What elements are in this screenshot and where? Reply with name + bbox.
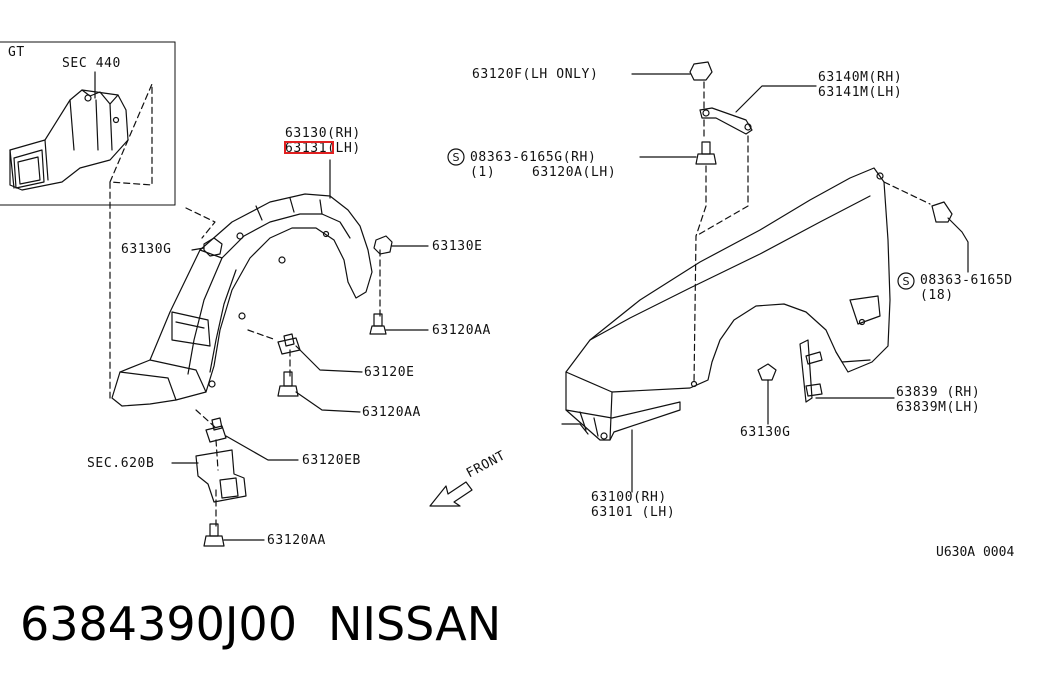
clip-63130e [373, 235, 429, 255]
footer-brand: NISSAN [328, 597, 502, 651]
s-symbol-circle-1 [447, 148, 465, 166]
screw-63120aa-c [203, 523, 265, 547]
part-63100-label: 63100(RH) [591, 490, 667, 505]
part-63120f-label: 63120F(LH ONLY) [472, 67, 599, 82]
s-symbol-1: S [453, 151, 460, 164]
part-63141m-label: 63141M(LH) [818, 85, 903, 100]
part-63120e-label: 63120E [364, 365, 415, 380]
s-symbol-circle-2 [897, 272, 915, 290]
s-symbol-2: S [903, 275, 910, 288]
part-63120a-label: 63120A(LH) [532, 165, 617, 180]
footer-part-number: 6384390J00 [20, 597, 297, 651]
clip-63130g-right [757, 363, 777, 425]
bolt-2-qty-label: (18) [920, 288, 954, 303]
clip-63120f [631, 61, 713, 81]
front-fender [561, 167, 891, 493]
fender-liner [111, 193, 373, 407]
part-63839-label: 63839 (RH) [896, 385, 981, 400]
part-63130g-left-label: 63130G [121, 242, 172, 257]
part-63140m-label: 63140M(RH) [818, 70, 903, 85]
nut-63120e [277, 333, 363, 373]
diagram-reference-code: U630A 0004 [936, 545, 1015, 560]
bolt-2-number-label: 08363-6165D [920, 273, 1013, 288]
part-63130g-right-label: 63130G [740, 425, 791, 440]
rod-63140m [699, 85, 817, 135]
bolt-08363-6165d [931, 201, 969, 273]
screw-63120aa-b [277, 371, 361, 413]
bolt-08363-6165g [639, 141, 717, 165]
screw-63120aa-a [369, 313, 429, 335]
section-440-label: SEC 440 [62, 56, 121, 71]
dashed-guides-right [693, 81, 931, 385]
inset-duct-part [9, 89, 129, 191]
part-63130-rh-label: 63130(RH) [285, 126, 361, 141]
part-63120aa-b-label: 63120AA [362, 405, 421, 420]
part-63101-label: 63101 (LH) [591, 505, 676, 520]
part-63120eb-label: 63120EB [302, 453, 361, 468]
bracket-63839 [799, 339, 895, 403]
bolt-1-number-label: 08363-6165G(RH) [470, 150, 597, 165]
section-620b-label: SEC.620B [87, 456, 155, 471]
bracket-sec620b [171, 417, 299, 503]
part-63130e-label: 63130E [432, 239, 483, 254]
inset-label: GT [8, 45, 25, 60]
part-63839m-label: 63839M(LH) [896, 400, 981, 415]
bolt-1-qty-label: (1) [470, 165, 496, 180]
clip-63130g-left [191, 237, 223, 257]
front-arrow [429, 481, 473, 507]
part-63120aa-c-label: 63120AA [267, 533, 326, 548]
highlight-box [284, 141, 334, 154]
inset-box [0, 41, 176, 206]
part-63120aa-a-label: 63120AA [432, 323, 491, 338]
